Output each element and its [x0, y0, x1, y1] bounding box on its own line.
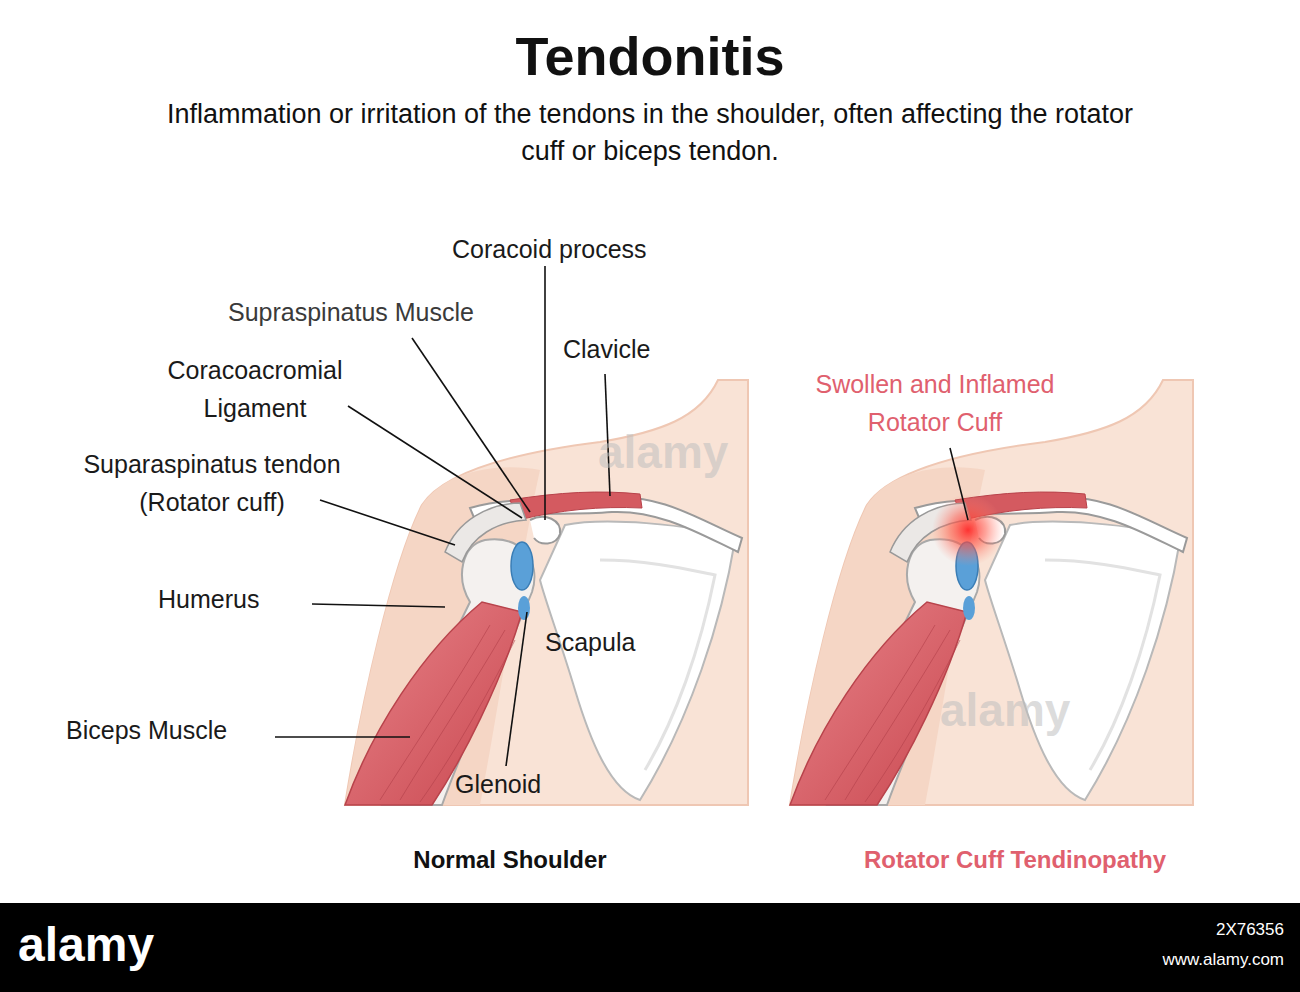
part-label: Coracoid process: [452, 234, 647, 265]
website: www.alamy.com: [1162, 950, 1284, 971]
part-label: Clavicle: [563, 334, 651, 365]
part-label: Glenoid: [455, 769, 541, 800]
part-label: Humerus: [158, 584, 259, 615]
part-label: Scapula: [545, 627, 635, 658]
part-label: Coracoacromial Ligament: [130, 352, 380, 427]
watermark: alamy: [940, 682, 1070, 738]
panel-caption: Normal Shoulder: [340, 845, 680, 874]
part-label: Suparaspinatus tendon (Rotator cuff): [47, 446, 377, 521]
title: Tendonitis: [200, 24, 1100, 90]
image-id: 2X76356: [1216, 920, 1284, 941]
part-label: Supraspinatus Muscle: [228, 297, 474, 328]
watermark: alamy: [598, 424, 728, 480]
brand-logo: alamy: [18, 916, 154, 975]
part-label: Biceps Muscle: [66, 715, 227, 746]
subtitle: Inflammation or irritation of the tendon…: [150, 96, 1150, 171]
callout-label: Swollen and Inflamed Rotator Cuff: [780, 366, 1090, 441]
panel-caption: Rotator Cuff Tendinopathy: [815, 845, 1215, 874]
